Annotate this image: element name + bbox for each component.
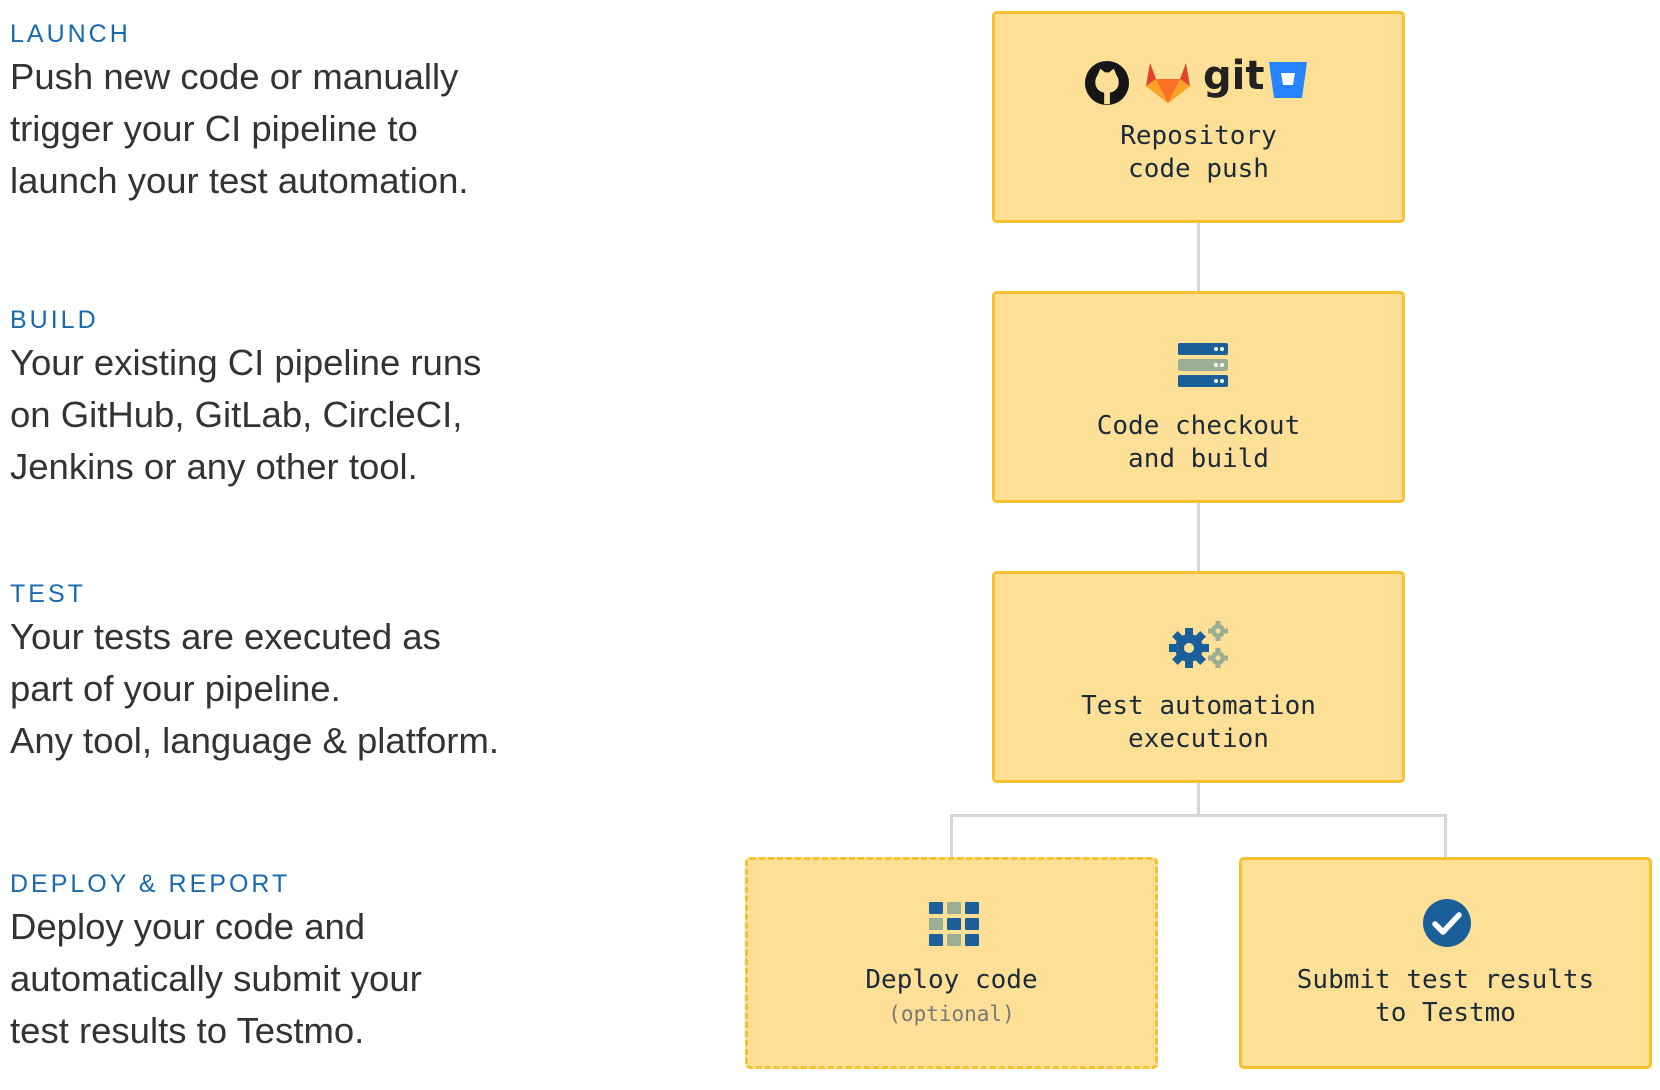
section-description: Deploy your code and automatically submi…: [10, 901, 630, 1057]
deploy-optional-label: (optional): [888, 1002, 1015, 1026]
box-label-line: and build: [1128, 444, 1269, 474]
section-title: TEST: [10, 580, 86, 608]
description-line: on GitHub, GitLab, CircleCI,: [10, 394, 463, 435]
submit-label: Submit test results to Testmo: [1242, 964, 1649, 1030]
gitlab-icon: [1146, 63, 1190, 103]
description-line: trigger your CI pipeline to: [10, 108, 418, 149]
description-line: test results to Testmo.: [10, 1010, 365, 1051]
gears-icon: [1169, 621, 1228, 668]
description-line: Push new code or manually: [10, 56, 459, 97]
section-launch: LAUNCH Push new code or manually trigger…: [10, 20, 630, 207]
connector-to-deploy: [950, 814, 953, 858]
section-title: LAUNCH: [10, 20, 131, 48]
section-build: BUILD Your existing CI pipeline runs on …: [10, 306, 630, 493]
github-icon: [1084, 60, 1130, 106]
test-automation-box: Test automation execution: [992, 571, 1405, 783]
description-line: automatically submit your: [10, 958, 422, 999]
description-line: Your tests are executed as: [10, 616, 441, 657]
repository-label: Repository code push: [995, 120, 1402, 186]
connector-repo-build: [1197, 222, 1200, 292]
box-label-line: Test automation: [1081, 691, 1316, 721]
connector-test-split: [1197, 782, 1200, 817]
repository-code-push-box: git Repository code push: [992, 11, 1405, 223]
description-line: launch your test automation.: [10, 160, 469, 201]
section-title: DEPLOY & REPORT: [10, 870, 291, 898]
box-label-line: code push: [1128, 154, 1269, 184]
deploy-code-box: Deploy code (optional): [745, 857, 1158, 1069]
grid-blocks-icon: [929, 902, 979, 946]
box-label-line: Submit test results: [1296, 965, 1595, 995]
connector-build-test: [1197, 502, 1200, 572]
test-label: Test automation execution: [995, 690, 1402, 756]
box-label-line: Repository: [1120, 121, 1277, 151]
section-title: BUILD: [10, 306, 99, 334]
check-circle-icon: [1423, 899, 1471, 947]
description-line: part of your pipeline.: [10, 668, 341, 709]
box-label-line: to Testmo: [1375, 998, 1516, 1028]
description-line: Deploy your code and: [10, 906, 366, 947]
section-description: Your tests are executed as part of your …: [10, 611, 630, 767]
section-description: Your existing CI pipeline runs on GitHub…: [10, 337, 630, 493]
build-label: Code checkout and build: [995, 410, 1402, 476]
box-label-line: Code checkout: [1096, 411, 1301, 441]
description-line: Your existing CI pipeline runs: [10, 342, 482, 383]
description-line: Jenkins or any other tool.: [10, 446, 418, 487]
box-label-line: execution: [1128, 724, 1269, 754]
connector-horizontal: [950, 814, 1447, 817]
server-stack-icon: [1178, 343, 1228, 387]
box-label-line: Deploy code: [865, 965, 1038, 995]
git-icon: git: [1203, 53, 1265, 99]
code-checkout-build-box: Code checkout and build: [992, 291, 1405, 503]
section-deploy-report: DEPLOY & REPORT Deploy your code and aut…: [10, 870, 630, 1057]
section-test: TEST Your tests are executed as part of …: [10, 580, 630, 767]
bitbucket-icon: [1269, 62, 1307, 98]
deploy-label: Deploy code: [748, 964, 1155, 997]
connector-to-submit: [1444, 814, 1447, 858]
description-line: Any tool, language & platform.: [10, 720, 499, 761]
submit-results-box: Submit test results to Testmo: [1239, 857, 1652, 1069]
section-description: Push new code or manually trigger your C…: [10, 51, 630, 207]
